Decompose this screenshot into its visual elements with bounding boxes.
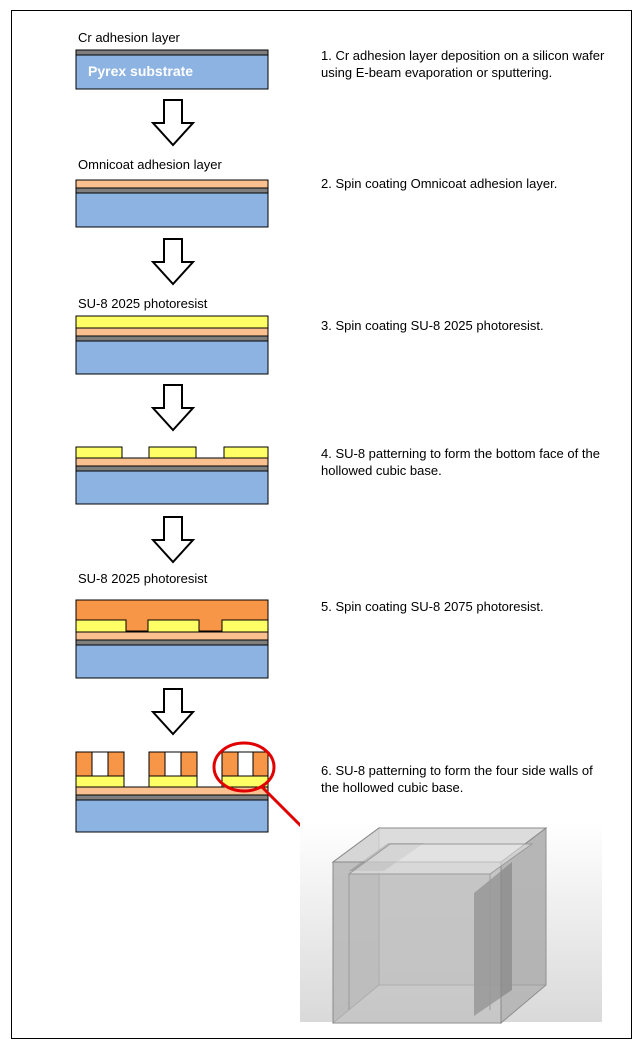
down-arrow-1 [150, 99, 196, 147]
su8-block [223, 446, 269, 459]
su8-2025-layer [75, 315, 269, 329]
hollow-cavity [91, 751, 109, 777]
su8-block [148, 446, 197, 459]
cr-layer [75, 49, 269, 56]
omnicoat-layer-label: Omnicoat adhesion layer [78, 157, 222, 172]
step-3-text: 3. Spin coating SU-8 2025 photoresist. [321, 318, 544, 333]
stack-step-6 [75, 751, 269, 833]
pyrex-substrate [75, 340, 269, 375]
step-1-text: 1. Cr adhesion layer deposition on a sil… [321, 48, 605, 80]
su8-block [147, 619, 200, 633]
cr-layer [75, 465, 269, 472]
su8-block [75, 446, 123, 459]
omnicoat-layer [75, 457, 269, 467]
cr-layer [75, 794, 269, 801]
su8-block [148, 775, 198, 788]
pyrex-substrate [75, 54, 269, 90]
step-4-text: 4. SU-8 patterning to form the bottom fa… [321, 446, 600, 478]
cr-layer [75, 639, 269, 646]
cr-layer [75, 335, 269, 342]
omnicoat-layer [75, 631, 269, 641]
stack-step-2 [75, 179, 269, 228]
cube-front-face [332, 861, 502, 1024]
su8-photoresist-label-2: SU-8 2025 photoresist [78, 571, 208, 586]
highlight-ellipse [212, 741, 276, 793]
hollow-cavity [164, 751, 182, 777]
su8-photoresist-label-1: SU-8 2025 photoresist [78, 296, 208, 311]
down-arrow-4 [150, 516, 196, 564]
pyrex-substrate [75, 644, 269, 679]
omnicoat-layer [75, 179, 269, 189]
pyrex-substrate-label: Pyrex substrate [88, 63, 194, 79]
cr-layer-label: Cr adhesion layer [78, 30, 180, 45]
stack-step-3 [75, 315, 269, 375]
down-arrow-2 [150, 238, 196, 286]
su8-block [221, 619, 269, 633]
su8-block [75, 775, 125, 788]
hollow-cube-3d [300, 822, 602, 1025]
stack-step-4 [75, 446, 269, 505]
cr-layer [75, 187, 269, 194]
hollow-cavity [237, 751, 254, 777]
pyrex-substrate [75, 192, 269, 228]
pyrex-substrate [75, 470, 269, 505]
down-arrow-3 [150, 384, 196, 432]
step-5-text: 5. Spin coating SU-8 2075 photoresist. [321, 599, 544, 614]
pyrex-substrate [75, 799, 269, 833]
down-arrow-5 [150, 688, 196, 736]
stack-step-1 [75, 49, 269, 90]
stack-step-5 [75, 599, 269, 679]
step-6-text: 6. SU-8 patterning to form the four side… [321, 763, 593, 795]
step-2-text: 2. Spin coating Omnicoat adhesion layer. [321, 176, 558, 191]
omnicoat-layer [75, 327, 269, 337]
su8-block [75, 619, 127, 633]
